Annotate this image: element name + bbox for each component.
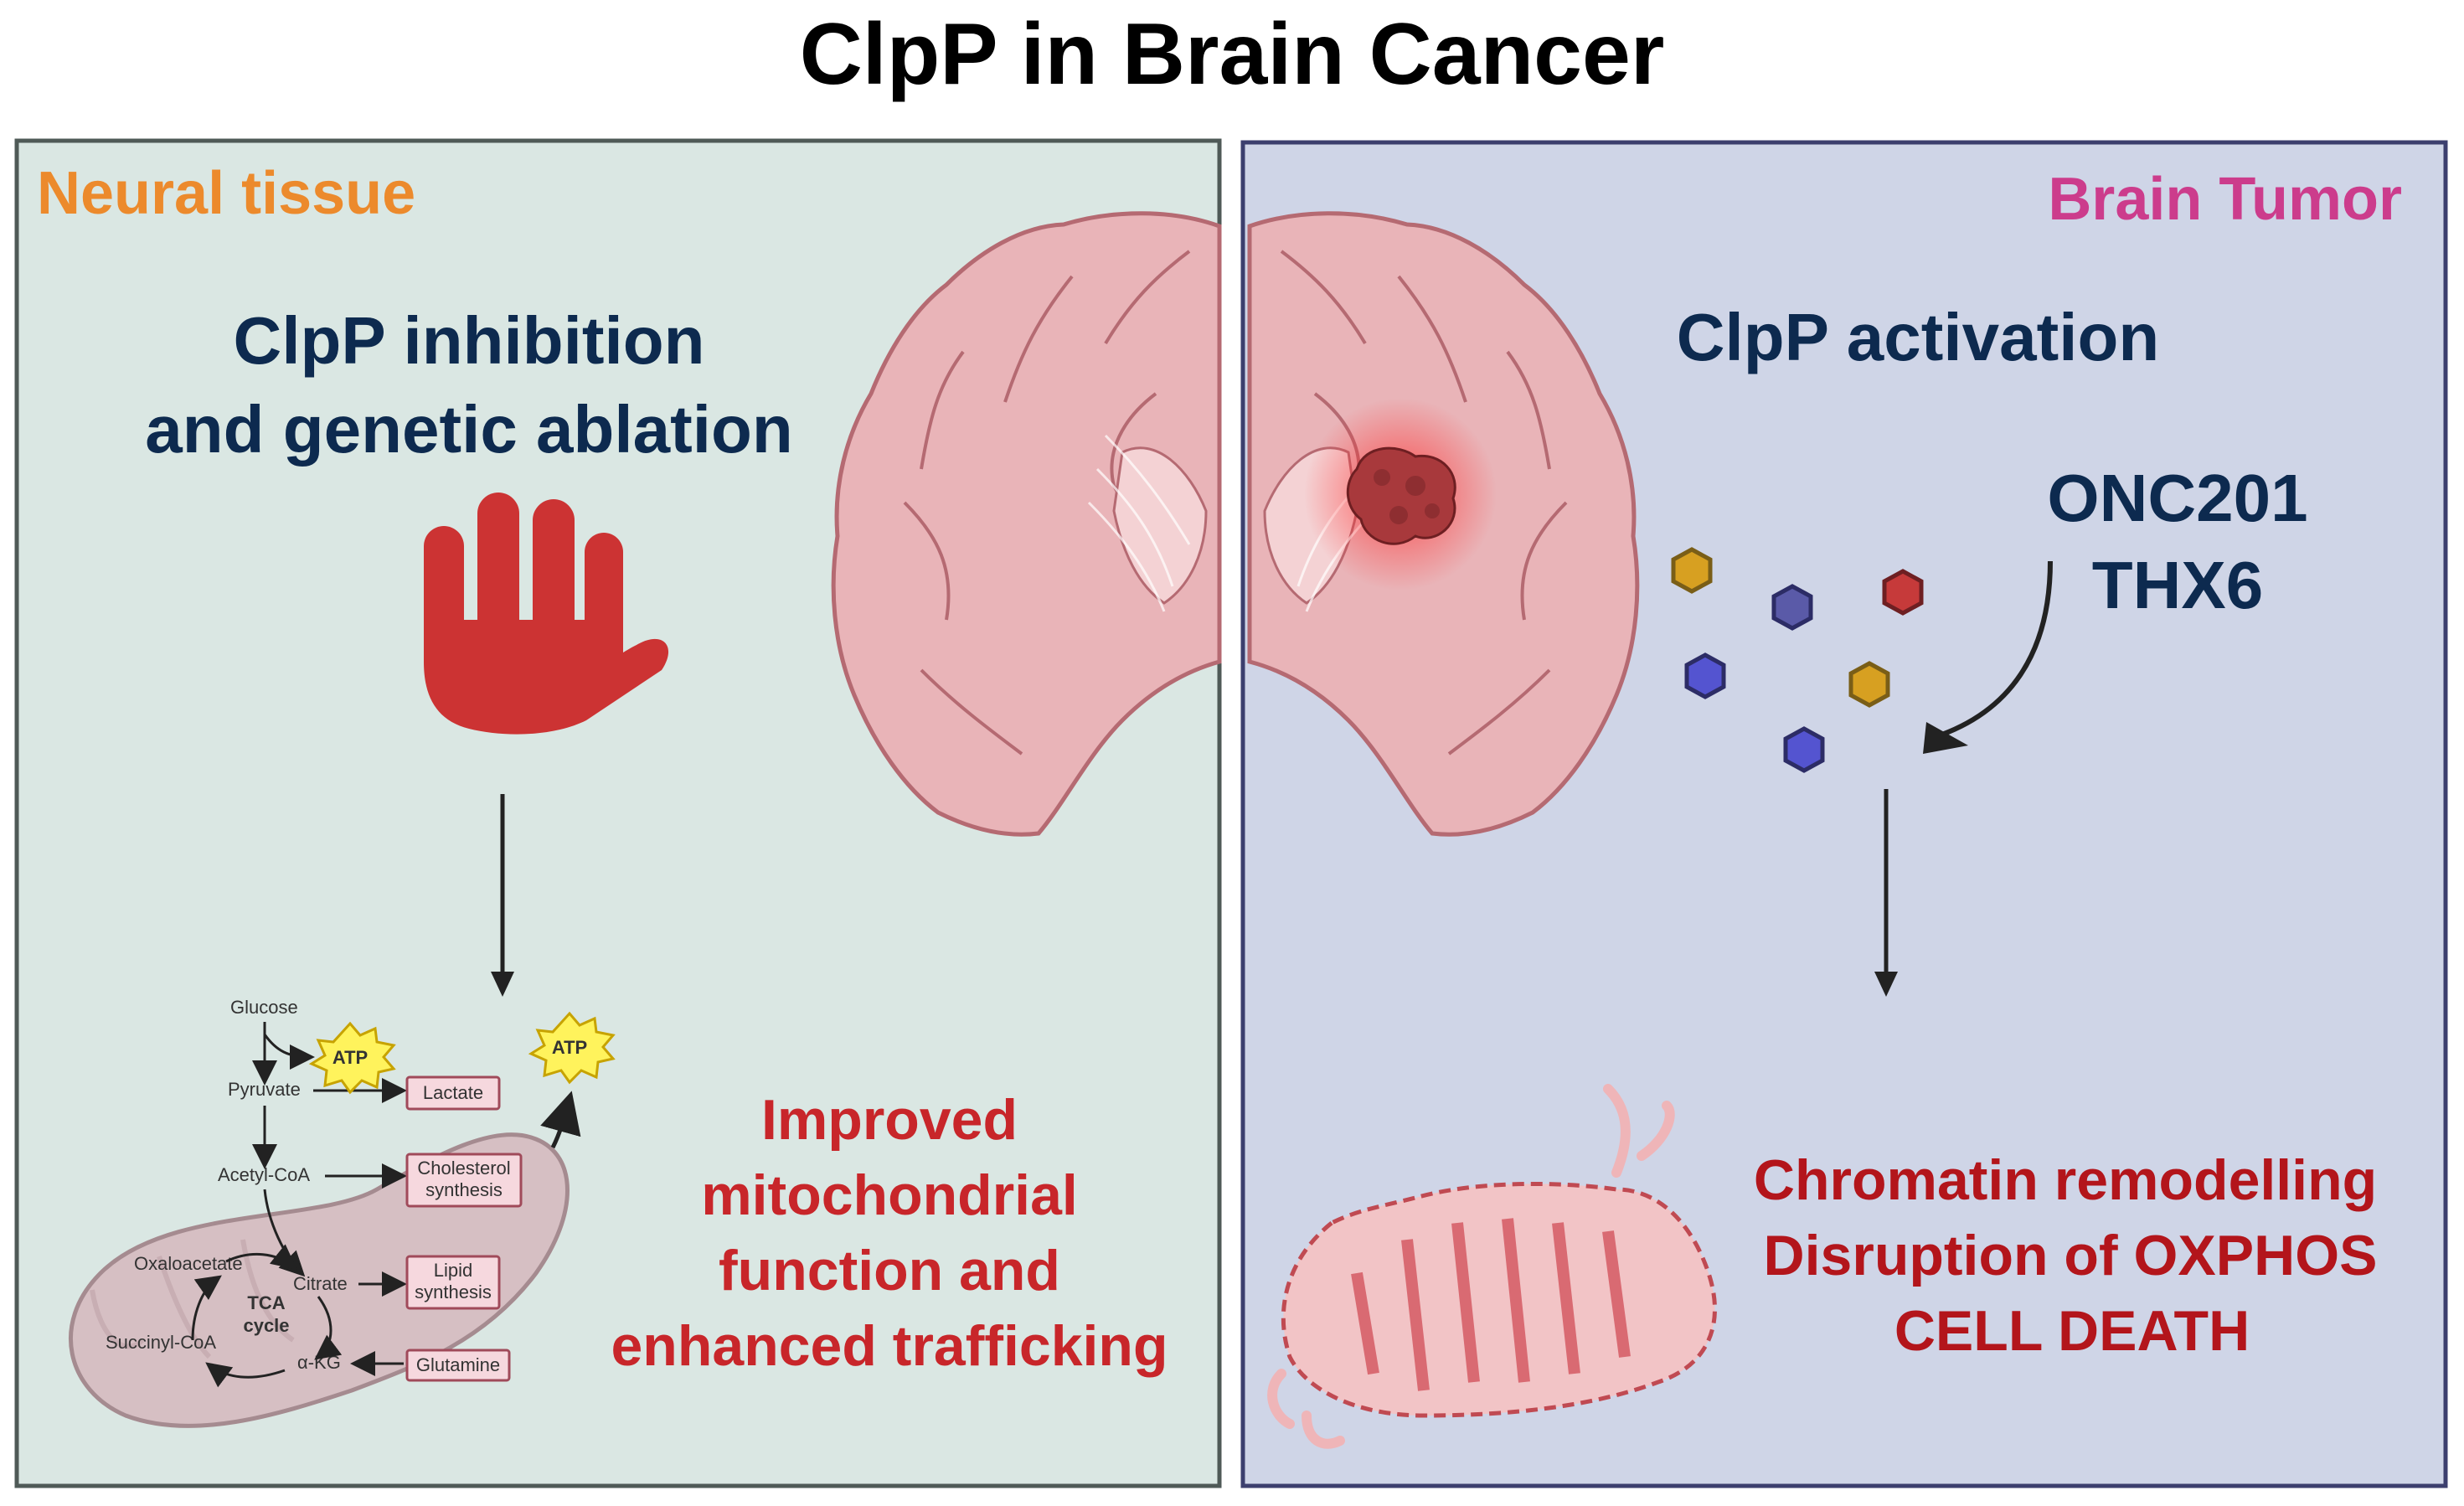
svg-text:Improved: Improved: [761, 1088, 1018, 1152]
glutamine-label: Glutamine: [416, 1354, 500, 1375]
hexagon-molecule-icon: [1671, 547, 1924, 773]
succinyl-coa-label: Succinyl-CoA: [106, 1332, 216, 1353]
atp-burst-icon: ATP: [308, 1021, 396, 1095]
lipid-label-line2: synthesis: [415, 1282, 492, 1302]
svg-text:Chromatin remodelling: Chromatin remodelling: [1754, 1148, 2377, 1212]
glucose-label: Glucose: [230, 997, 298, 1018]
drug-curved-arrow: [1934, 560, 2053, 740]
svg-text:Disruption of OXPHOS: Disruption of OXPHOS: [1764, 1224, 2378, 1287]
figure-title: ClpP in Brain Cancer: [799, 6, 1665, 103]
acetyl-coa-label: Acetyl-CoA: [218, 1164, 310, 1185]
atp-burst-icon: ATP: [528, 1011, 616, 1085]
inhibition-label-line1: ClpP inhibition: [234, 303, 705, 378]
cholesterol-label-line1: Cholesterol: [417, 1158, 510, 1178]
svg-text:mitochondrial: mitochondrial: [701, 1163, 1078, 1227]
svg-text:ATP: ATP: [332, 1047, 368, 1068]
brain-left-half-icon: [831, 211, 1222, 837]
tca-label-line2: cycle: [243, 1315, 289, 1336]
brain-tumor-heading: Brain Tumor: [2048, 166, 2402, 233]
cholesterol-label-line2: synthesis: [425, 1179, 503, 1200]
tca-label-line1: TCA: [247, 1292, 285, 1313]
svg-text:enhanced trafficking: enhanced trafficking: [611, 1314, 1168, 1378]
left-outcome-text: Improved mitochondrial function and enha…: [611, 1088, 1168, 1378]
citrate-label: Citrate: [293, 1273, 348, 1294]
inhibition-label-line2: and genetic ablation: [145, 392, 792, 467]
pyruvate-label: Pyruvate: [228, 1079, 301, 1100]
tumor-icon: [1304, 398, 1497, 591]
damaged-mitochondrion-icon: [1267, 1084, 1717, 1449]
neural-tissue-heading: Neural tissue: [37, 160, 415, 227]
oxaloacetate-label: Oxaloacetate: [134, 1253, 243, 1274]
right-outcome-text: Chromatin remodelling Disruption of OXPH…: [1754, 1148, 2378, 1363]
activation-label: ClpP activation: [1677, 300, 2159, 374]
svg-text:CELL DEATH: CELL DEATH: [1894, 1299, 2250, 1363]
metabolic-pathway: Glucose Pyruvate Acetyl-CoA Oxaloacetate…: [106, 997, 616, 1388]
lipid-label-line1: Lipid: [434, 1260, 472, 1281]
svg-text:function and: function and: [719, 1239, 1060, 1302]
svg-text:ATP: ATP: [552, 1037, 587, 1058]
lactate-label: Lactate: [423, 1082, 483, 1103]
stop-hand-icon: [424, 493, 669, 735]
drug-label-line1: ONC201: [2047, 461, 2307, 535]
mitochondrion-icon: [69, 1132, 570, 1428]
drug-label-line2: THX6: [2092, 548, 2264, 622]
